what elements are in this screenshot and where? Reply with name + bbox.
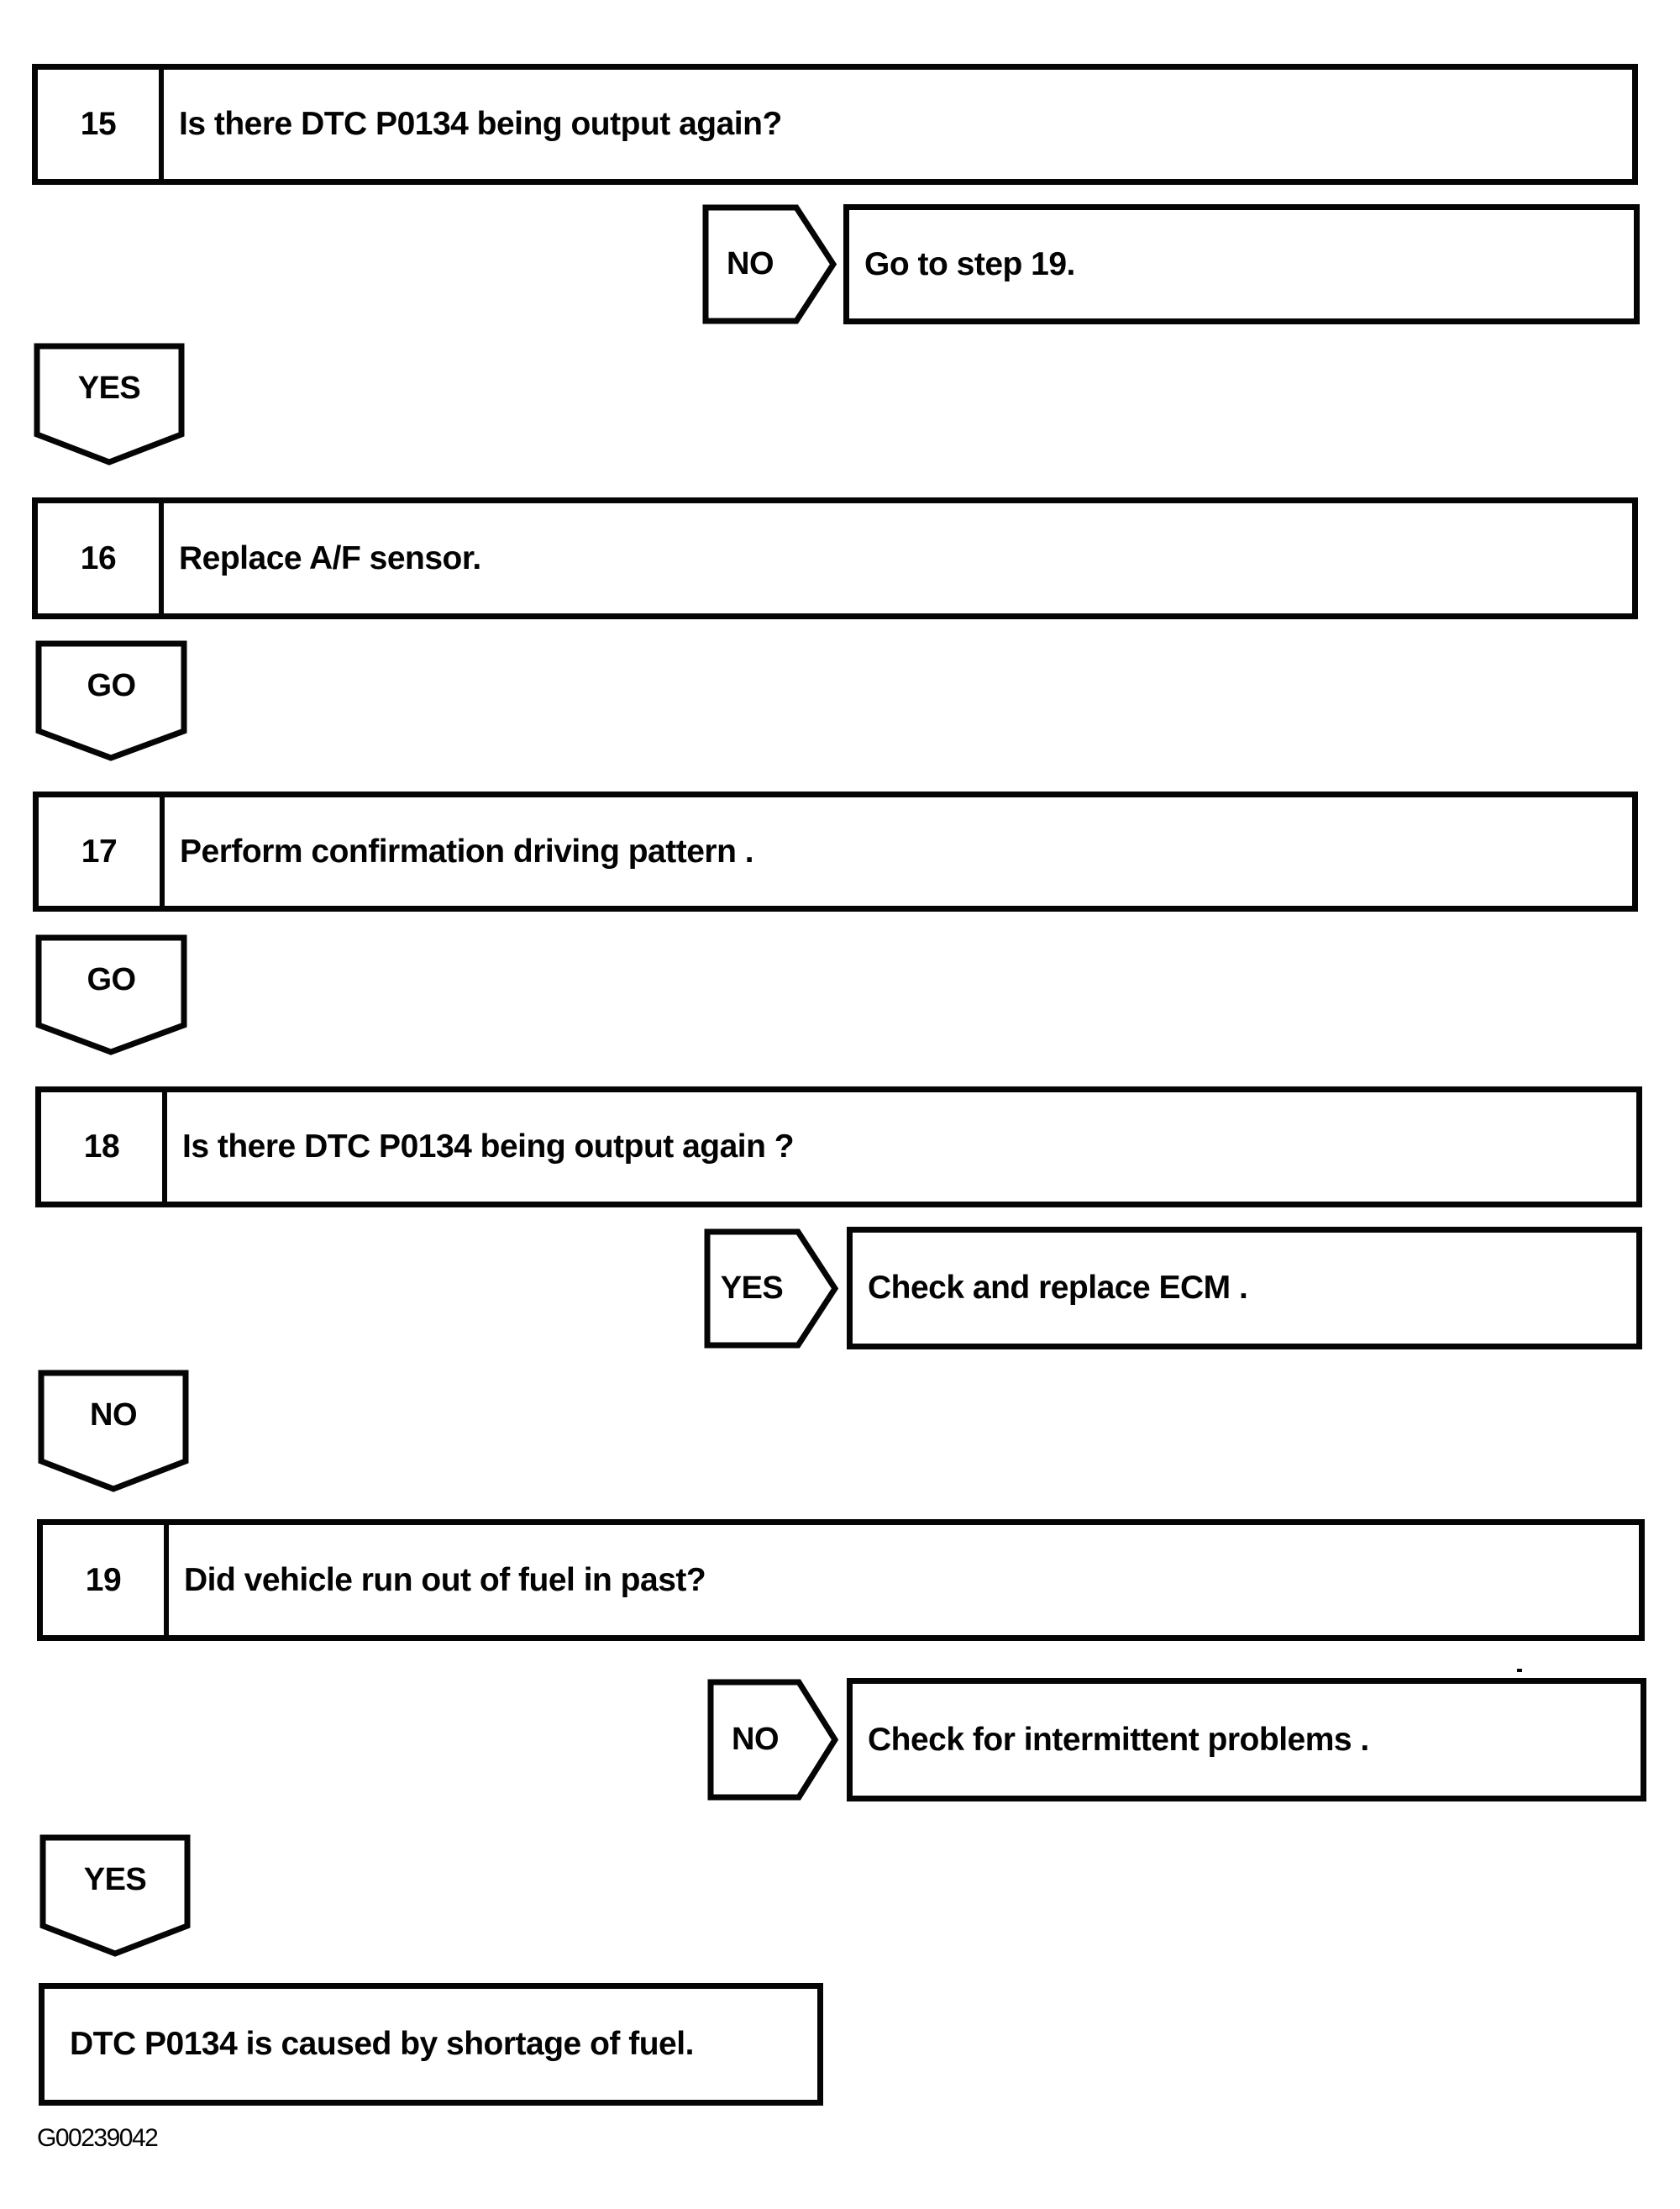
- step-row-17: 17 Perform confirmation driving pattern …: [33, 792, 1638, 912]
- step-row-19: 19 Did vehicle run out of fuel in past?: [37, 1519, 1645, 1641]
- branch-action-box: Check and replace ECM .: [847, 1227, 1642, 1349]
- result-box: DTC P0134 is caused by shortage of fuel.: [39, 1983, 823, 2106]
- pentagon-right-icon: [704, 1228, 838, 1349]
- pentagon-right-icon: [702, 204, 837, 324]
- step-question: Did vehicle run out of fuel in past?: [184, 1561, 706, 1598]
- down-connector-no: NO: [38, 1370, 189, 1492]
- branch-connector-no: NO: [702, 204, 837, 324]
- pentagon-down-icon: [38, 1370, 189, 1492]
- step-number: 18: [41, 1092, 167, 1202]
- step-row-18: 18 Is there DTC P0134 being output again…: [35, 1086, 1642, 1207]
- step-row-16: 16 Replace A/F sensor.: [32, 497, 1638, 619]
- connector-label: NO: [727, 246, 774, 281]
- connector-label: NO: [90, 1397, 138, 1433]
- branch-connector-yes: YES: [704, 1228, 838, 1349]
- pentagon-down-icon: [34, 343, 185, 465]
- connector-label: NO: [732, 1722, 780, 1757]
- result-text: DTC P0134 is caused by shortage of fuel.: [70, 2026, 694, 2062]
- branch-action-box: Go to step 19.: [843, 204, 1640, 324]
- connector-label: YES: [720, 1270, 784, 1306]
- down-connector-yes: YES: [39, 1834, 191, 1957]
- scan-speck: [1517, 1669, 1522, 1672]
- step-number: 17: [39, 797, 165, 906]
- branch-action-text: Go to step 19.: [864, 245, 1075, 282]
- branch-connector-no: NO: [707, 1679, 838, 1801]
- step-number: 19: [43, 1525, 169, 1635]
- connector-label: GO: [87, 668, 136, 703]
- connector-label: GO: [87, 962, 136, 997]
- down-connector-go: GO: [35, 934, 187, 1055]
- connector-label: YES: [83, 1862, 147, 1897]
- pentagon-right-icon: [707, 1679, 838, 1801]
- step-question: Is there DTC P0134 being output again ?: [182, 1128, 795, 1165]
- branch-action-text: Check and replace ECM .: [868, 1270, 1248, 1306]
- step-question: Perform confirmation driving pattern .: [180, 833, 754, 870]
- pentagon-down-icon: [39, 1834, 191, 1957]
- step-number: 16: [38, 503, 164, 613]
- down-connector-yes: YES: [34, 343, 185, 465]
- branch-action-text: Check for intermittent problems .: [868, 1721, 1369, 1758]
- pentagon-down-icon: [35, 934, 187, 1055]
- step-question: Is there DTC P0134 being output again?: [179, 106, 782, 142]
- down-connector-go: GO: [35, 640, 187, 761]
- connector-label: YES: [77, 371, 141, 406]
- step-number: 15: [38, 70, 164, 179]
- figure-id-label: G00239042: [37, 2124, 159, 2152]
- branch-action-box: Check for intermittent problems .: [847, 1678, 1646, 1801]
- step-row-15: 15 Is there DTC P0134 being output again…: [32, 64, 1638, 185]
- pentagon-down-icon: [35, 640, 187, 761]
- step-question: Replace A/F sensor.: [179, 539, 481, 576]
